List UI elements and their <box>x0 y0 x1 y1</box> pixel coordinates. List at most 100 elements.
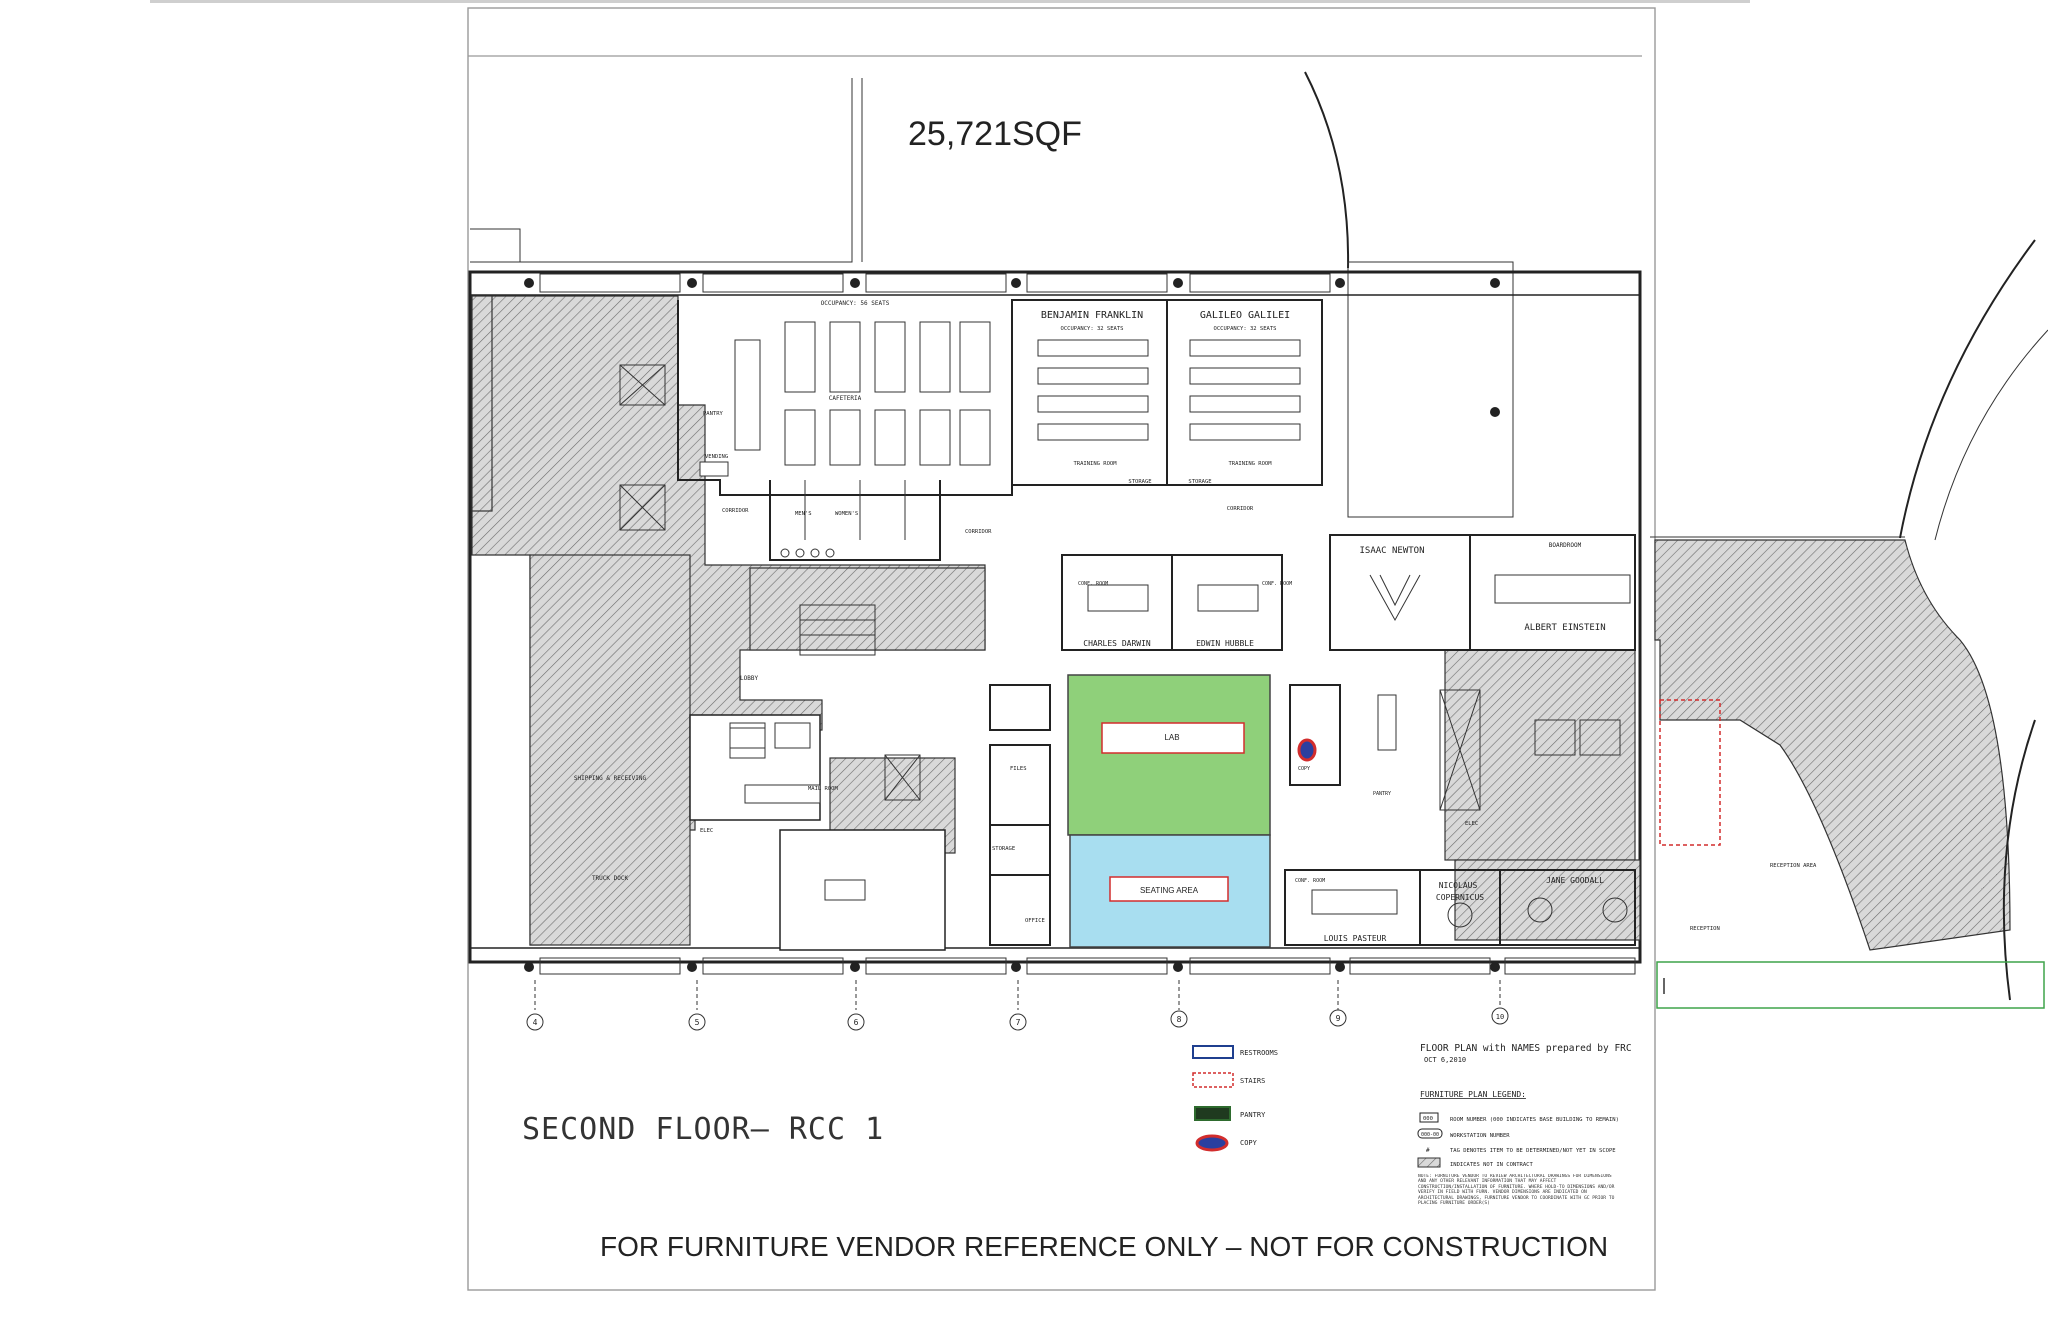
area-label: 25,721SQF <box>908 115 1082 153</box>
window-bands <box>539 273 1636 975</box>
right-wing: RECEPTION AREA RECEPTION <box>1650 239 2048 1009</box>
support-rooms: FILES STORAGE OFFICE <box>989 684 1051 946</box>
legend-swatch-copy <box>1195 1134 1229 1152</box>
conf-room-label-1: CONF. ROOM <box>1078 581 1108 587</box>
color-legend: RESTROOMS STAIRS PANTRY COPY <box>1192 1045 1278 1152</box>
corridor-label-217: CORRIDOR <box>1227 506 1254 512</box>
benjamin-franklin-label: BENJAMIN FRANKLIN <box>1041 310 1143 321</box>
truck-dock-label: TRUCK DOCK <box>592 875 629 882</box>
seating-area-label: SEATING AREA <box>1140 886 1199 895</box>
conf-room-label-3: CONF. ROOM <box>1295 878 1325 884</box>
copy-label: COPY <box>1298 766 1310 772</box>
boardroom-label: BOARDROOM <box>1549 542 1582 549</box>
grid-bubbles: 4 5 6 7 8 9 10 <box>526 980 1509 1031</box>
pantry-label-2: PANTRY <box>1373 791 1391 797</box>
furniture-legend-title: FURNITURE PLAN LEGEND: <box>1420 1090 1526 1099</box>
floor-title: SECOND FLOOR— RCC 1 <box>522 1112 884 1147</box>
shipping-label: SHIPPING & RECEIVING <box>574 775 647 782</box>
lab-label: LAB <box>1164 733 1179 742</box>
grid-label-9: 9 <box>1336 1014 1341 1023</box>
cafeteria-room: OCCUPANCY: 56 SEATS CAFETERIA PANTRY VEN… <box>677 300 1013 496</box>
grid-bubble-6 <box>847 1013 865 1031</box>
cafeteria-label: CAFETERIA <box>829 395 862 402</box>
grid-label-8: 8 <box>1177 1015 1182 1024</box>
reception-area-label: RECEPTION AREA <box>1770 863 1817 869</box>
gg-occupancy: OCCUPANCY: 32 SEATS <box>1214 326 1277 332</box>
jane-goodall-label: JANE GOODALL <box>1546 876 1604 885</box>
grid-label-4: 4 <box>533 1018 538 1027</box>
green-outline-box <box>1656 961 2045 1009</box>
grid-bubble-5 <box>688 1013 706 1031</box>
grid-label-6: 6 <box>854 1018 859 1027</box>
copy-pantry-rooms: COPY PANTRY <box>1289 684 1397 797</box>
legend-swatch-stairs <box>1192 1072 1234 1088</box>
bf-occupancy: OCCUPANCY: 32 SEATS <box>1061 326 1124 332</box>
lower-conference-row: LOUIS PASTEUR CONF. ROOM NICOLAUS COPERN… <box>1284 869 1636 946</box>
furniture-symbol-room: 000 <box>1423 1116 1433 1122</box>
pantry-label: PANTRY <box>703 411 724 417</box>
grid-label-7: 7 <box>1016 1018 1021 1027</box>
legend-label-pantry: PANTRY <box>1240 1111 1266 1119</box>
furniture-label-room: ROOM NUMBER (000 INDICATES BASE BUILDING… <box>1450 1117 1619 1123</box>
upper-area: 25,721SQF <box>470 71 1514 518</box>
albert-einstein-label: ALBERT EINSTEIN <box>1524 623 1605 633</box>
legend-swatch-pantry <box>1194 1106 1231 1121</box>
storage-label-3: STORAGE <box>992 846 1015 852</box>
louis-pasteur-label: LOUIS PASTEUR <box>1324 934 1387 943</box>
exterior-walls <box>468 270 1642 964</box>
furniture-label-tag: TAG DENOTES ITEM TO BE DETERMINED/NOT YE… <box>1450 1148 1616 1154</box>
edwin-hubble-label: EDWIN HUBBLE <box>1196 639 1254 648</box>
grid-bubble-4 <box>526 1013 544 1031</box>
furniture-note: NOTE: FURNITURE VENDOR TO REVIEW ARCHITE… <box>1418 1174 1615 1207</box>
disclaimer-text: FOR FURNITURE VENDOR REFERENCE ONLY – NO… <box>600 1231 1608 1262</box>
office-label: OFFICE <box>1025 918 1045 924</box>
lobby-label: LOBBY <box>740 675 758 682</box>
cafeteria-tables <box>784 321 991 466</box>
furniture-label-workstation: WORKSTATION NUMBER <box>1450 1133 1510 1139</box>
mens-label: MEN'S <box>795 511 812 517</box>
conf-room-label-2: CONF. ROOM <box>1262 581 1292 587</box>
training-room-label-2: TRAINING ROOM <box>1228 461 1272 467</box>
legend-label-restrooms: RESTROOMS <box>1240 1049 1278 1057</box>
vending-label: VENDING <box>705 454 728 460</box>
mail-room-label: MAIL ROOM <box>808 786 838 792</box>
service-area: SHIPPING & RECEIVING TRUCK DOCK LOBBY MA… <box>574 675 946 951</box>
elec-label: ELEC <box>700 828 713 834</box>
corridor-label-228: CORRIDOR <box>965 529 992 535</box>
furniture-symbol-tag: # <box>1426 1147 1430 1154</box>
nicolaus-label: NICOLAUS <box>1439 881 1478 890</box>
column-dots-top <box>524 278 1500 417</box>
storage-label-2: STORAGE <box>1188 479 1211 485</box>
grid-bubble-9 <box>1329 1009 1347 1027</box>
charles-darwin-label: CHARLES DARWIN <box>1083 639 1151 648</box>
prepared-by: FLOOR PLAN with NAMES prepared by FRC <box>1420 1043 1632 1054</box>
legend-swatch-restrooms <box>1192 1045 1234 1059</box>
legend-label-stairs: STAIRS <box>1240 1077 1265 1085</box>
grid-label-5: 5 <box>695 1018 700 1027</box>
stairs-elevators: ELEC <box>619 364 1621 827</box>
galileo-galilei-label: GALILEO GALILEI <box>1200 310 1290 321</box>
furniture-swatch-not-in-contract <box>1417 1157 1441 1168</box>
womens-label: WOMEN'S <box>835 511 858 517</box>
grid-bubble-8 <box>1170 1010 1188 1028</box>
isaac-newton-label: ISAAC NEWTON <box>1359 546 1424 556</box>
files-label: FILES <box>1010 766 1027 772</box>
benjamin-franklin-room: BENJAMIN FRANKLIN OCCUPANCY: 32 SEATS TR… <box>1011 299 1168 486</box>
cafeteria-occupancy: OCCUPANCY: 56 SEATS <box>821 300 890 307</box>
scan-edge <box>150 0 1750 3</box>
seating-area: SEATING AREA <box>1069 834 1271 948</box>
training-room-label-1: TRAINING ROOM <box>1073 461 1117 467</box>
galileo-galilei-room: GALILEO GALILEI OCCUPANCY: 32 SEATS TRAI… <box>1128 299 1323 512</box>
column-dots-bottom <box>524 962 1500 972</box>
legend-label-copy: COPY <box>1240 1139 1258 1147</box>
grid-label-10: 10 <box>1496 1013 1504 1021</box>
reception-label: RECEPTION <box>1690 926 1720 932</box>
grid-bubble-7 <box>1009 1013 1027 1031</box>
not-in-contract-areas <box>471 295 1641 946</box>
prepared-date: OCT 6,2010 <box>1424 1056 1466 1064</box>
elec-label-2: ELEC <box>1465 821 1478 827</box>
corridor-label-224: CORRIDOR <box>722 508 749 514</box>
newton-einstein-rooms: ISAAC NEWTON BOARDROOM ALBERT EINSTEIN <box>1329 534 1636 651</box>
furniture-legend: FLOOR PLAN with NAMES prepared by FRC OC… <box>1417 1043 1632 1207</box>
